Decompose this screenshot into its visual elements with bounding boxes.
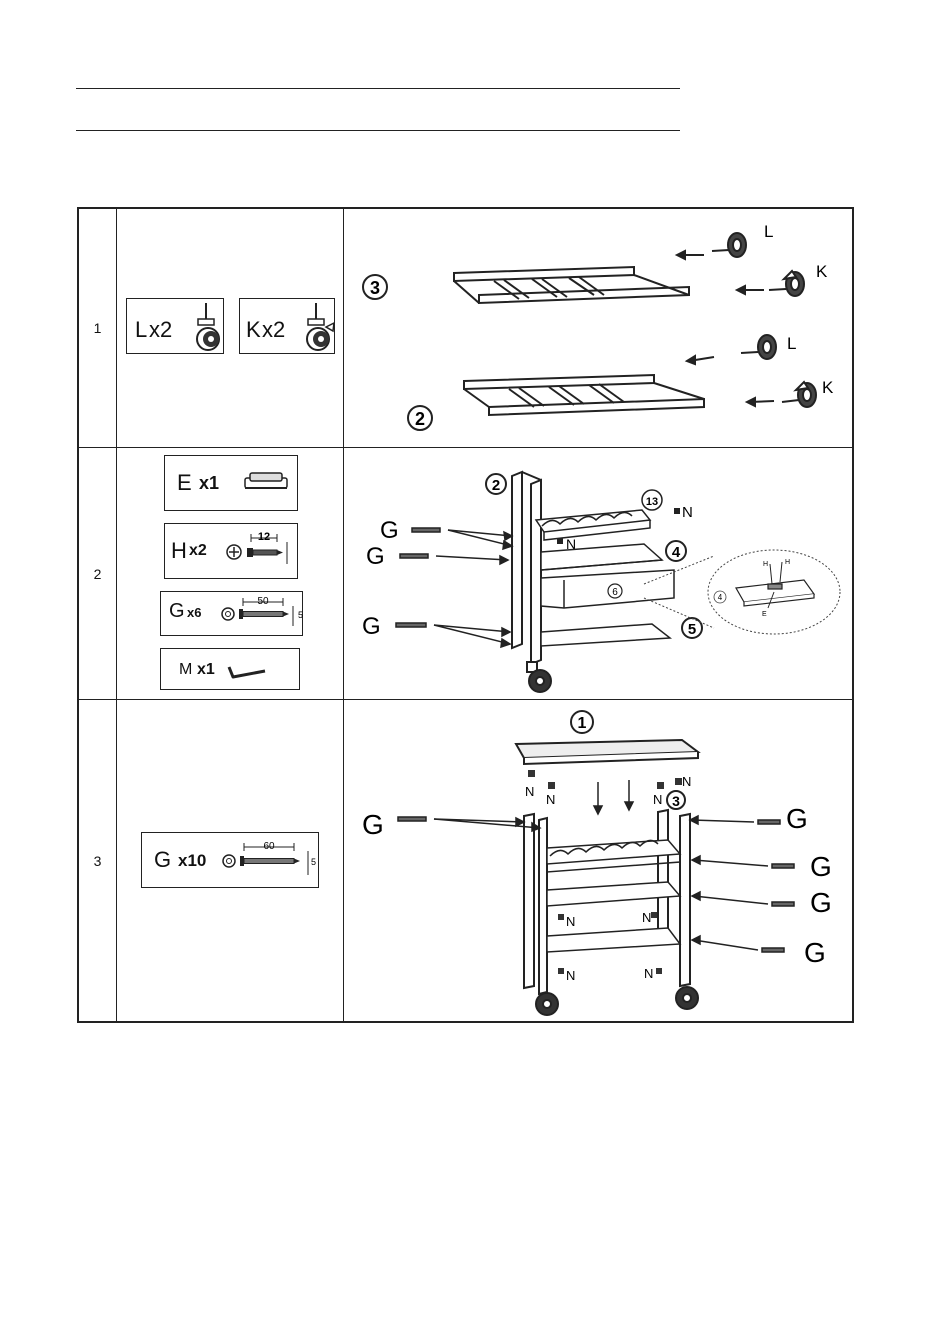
caster-icon [527, 662, 551, 692]
allen-key-icon [161, 649, 301, 691]
bolt-label: G [362, 809, 384, 840]
part-box-l: L x2 [126, 298, 224, 354]
parts-list: E x1 H x2 [117, 448, 344, 699]
caster-l-icon [712, 233, 746, 257]
top-board [516, 740, 698, 764]
wine-rack [536, 510, 650, 540]
length-label: 50 [257, 596, 269, 607]
callout-2: 2 [415, 409, 425, 429]
detail-handle-label: E [762, 611, 767, 618]
length-label: 12 [258, 531, 270, 543]
header-rule-top [76, 88, 680, 89]
step-row-2: 2 E x1 H x2 [79, 447, 852, 699]
bolt-label: G [362, 613, 381, 640]
step-row-1: 1 L x2 K x2 [79, 209, 852, 447]
nut-label: N [642, 910, 651, 925]
bolt-label: G [810, 887, 832, 918]
label-l: L [787, 334, 796, 353]
parts-list: G x10 60 5 [117, 700, 344, 1021]
side-frame-left [524, 814, 547, 994]
part-box-g: G x6 50 5 [160, 591, 303, 636]
callout-5: 5 [688, 621, 696, 638]
callout-3: 3 [370, 278, 380, 298]
header-rule-bottom [76, 130, 680, 131]
nut-label: N [644, 966, 653, 981]
short-screw-icon: 12 [165, 524, 299, 580]
step-drawing: 2 13 N N 4 [344, 448, 852, 699]
bolt-label: G [786, 803, 808, 834]
step-number: 2 [79, 448, 117, 699]
caster-k-icon [769, 271, 804, 296]
assembly-instructions-table: 1 L x2 K x2 [77, 207, 854, 1023]
callout-1: 1 [578, 715, 587, 732]
drawer-6 [541, 570, 674, 608]
label-k: K [822, 378, 834, 397]
part-box-h: H x2 12 [164, 523, 298, 579]
detail-screw-label: H [763, 561, 768, 568]
shelf-5 [541, 624, 670, 646]
bolt-label: G [380, 517, 399, 544]
label-l: L [764, 222, 773, 241]
step-drawing: 1 N N N N 3 [344, 700, 852, 1021]
detail-drawer-label: 4 [718, 593, 723, 602]
diameter-label: 5 [298, 610, 303, 620]
callout-6: 6 [612, 587, 618, 598]
diameter-label: 5 [311, 857, 316, 867]
callout-3: 3 [672, 793, 680, 809]
side-frame [512, 472, 541, 664]
step-row-3: 3 G x10 60 5 [79, 699, 852, 1021]
step-number: 3 [79, 700, 117, 1021]
part-box-k: K x2 [239, 298, 335, 354]
bolt-label: G [810, 851, 832, 882]
caster-l-icon [741, 335, 776, 359]
nut-label: N [566, 968, 575, 983]
callout-2: 2 [492, 477, 500, 494]
callout-13: 13 [646, 496, 658, 508]
nut-label: N [546, 792, 555, 807]
frame-2 [464, 375, 704, 415]
bottom-shelf [547, 928, 680, 952]
nut-label: N [566, 914, 575, 929]
callout-4: 4 [672, 544, 681, 561]
nut-label: N [682, 504, 693, 521]
step-number: 1 [79, 209, 117, 447]
part-box-g: G x10 60 5 [141, 832, 319, 888]
parts-list: L x2 K x2 [117, 209, 344, 447]
nut-label: N [525, 784, 534, 799]
bolt-label: G [366, 543, 385, 570]
frame-3 [454, 267, 689, 303]
final-assembly-drawing: 1 N N N N 3 [344, 700, 852, 1022]
braked-caster-wheel-icon [240, 299, 336, 355]
caster-k-icon [782, 382, 816, 407]
drawer-handle-icon [165, 456, 299, 512]
label-k: K [816, 262, 828, 281]
long-bolt-icon: 50 5 [161, 592, 304, 637]
shelf-4 [541, 544, 662, 570]
side-frame-shelves-drawing: 2 13 N N 4 [344, 448, 852, 700]
nut-label: N [653, 792, 662, 807]
length-label: 60 [263, 841, 275, 852]
detail-screw-label: H [785, 559, 790, 566]
part-box-m: M x1 [160, 648, 300, 690]
long-bolt-icon: 60 5 [142, 833, 320, 889]
bolt-label: G [804, 937, 826, 968]
caster-wheel-icon [127, 299, 225, 355]
frame-caster-drawing: 3 [344, 209, 852, 447]
part-box-e: E x1 [164, 455, 298, 511]
step-drawing: 3 [344, 209, 852, 447]
nut-label: N [682, 774, 691, 789]
caster-icon [536, 987, 698, 1015]
